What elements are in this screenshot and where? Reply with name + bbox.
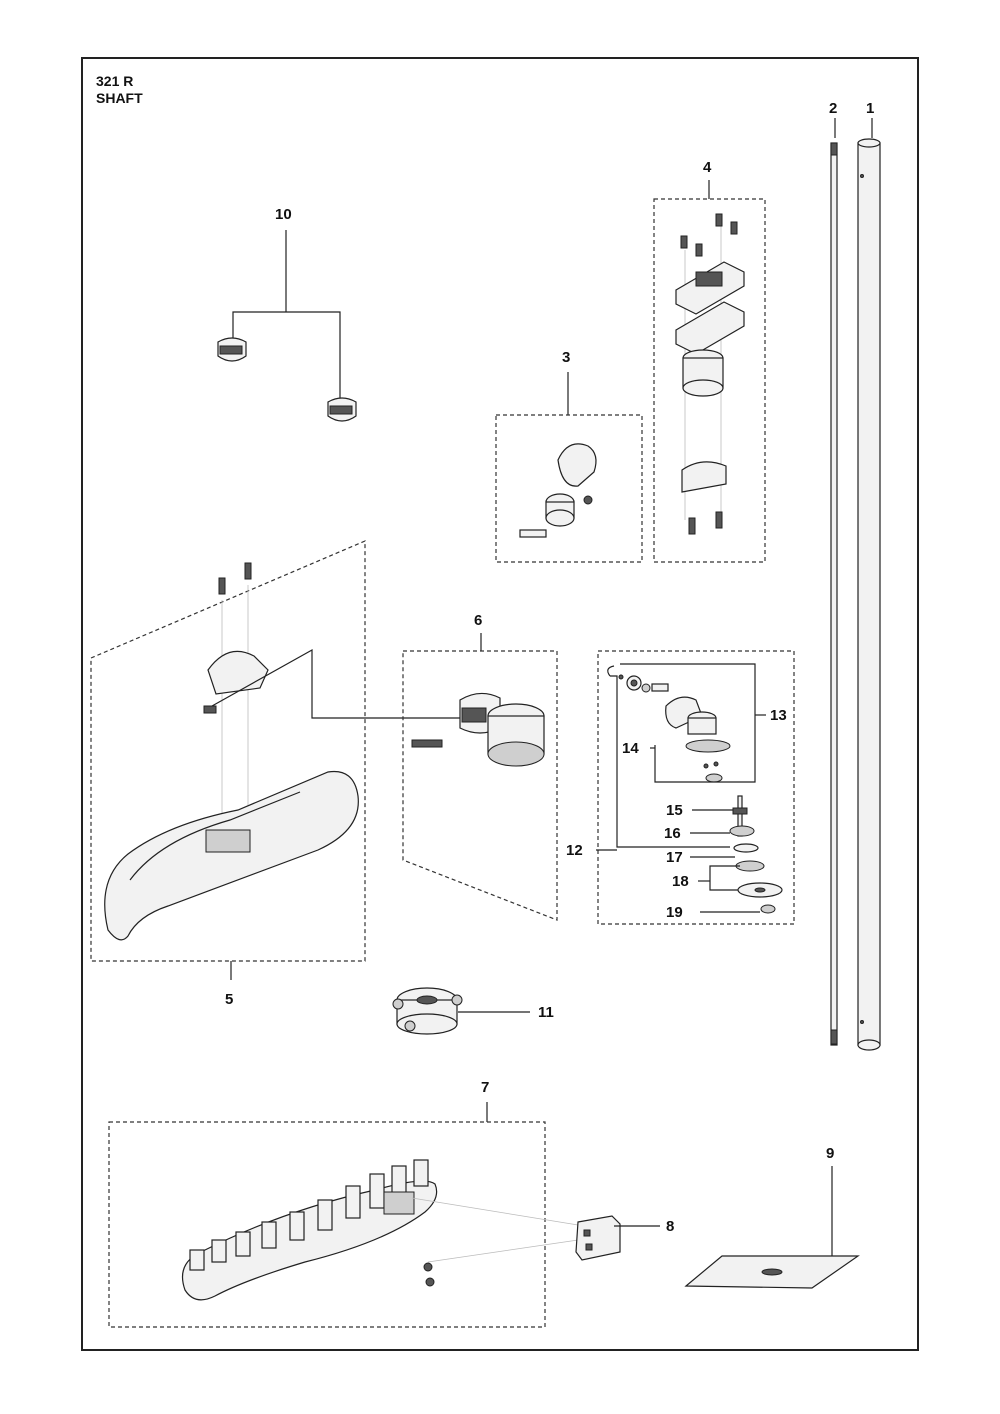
blade-guard-part-7 [181, 1159, 579, 1301]
callout-13: 13 [770, 707, 787, 724]
callout-1: 1 [866, 100, 874, 117]
callout-10: 10 [275, 206, 292, 223]
callout-16: 16 [664, 825, 681, 842]
group-box-5 [90, 540, 366, 962]
callout-5: 5 [225, 991, 233, 1008]
callout-11: 11 [538, 1004, 554, 1021]
cable-clip-part-10b [327, 397, 357, 422]
callout-15: 15 [666, 802, 683, 819]
throttle-bracket-part-3 [519, 443, 597, 538]
group-box-4 [653, 198, 766, 563]
gear-head-exploded-parts [607, 665, 783, 914]
callout-19: 19 [666, 904, 683, 921]
handle-clamp-part-4 [675, 213, 745, 535]
shaft-tube-part-1 [857, 138, 881, 1051]
callout-17: 17 [666, 849, 683, 866]
leader-18 [709, 865, 740, 891]
group-box-12 [597, 650, 795, 925]
leader-12-bracket [610, 675, 730, 848]
group-box-3 [495, 414, 643, 563]
callout-12: 12 [566, 842, 583, 859]
callout-3: 3 [562, 349, 570, 366]
callout-2: 2 [829, 100, 837, 117]
leader-13-14 [620, 663, 756, 783]
group-box-6 [402, 650, 558, 921]
grass-blade-part-9 [684, 1255, 860, 1289]
section-title: SHAFT [96, 90, 143, 106]
trimmer-head-part-11 [392, 987, 463, 1035]
callout-14: 14 [622, 740, 639, 757]
drive-shaft-part-2 [830, 142, 838, 1046]
callout-6: 6 [474, 612, 482, 629]
leader-10-branches [232, 311, 341, 400]
callout-18: 18 [672, 873, 689, 890]
leader-5-to-6 [211, 648, 460, 719]
page-frame [81, 57, 919, 1351]
guard-bracket-part-8 [575, 1215, 621, 1261]
callout-8: 8 [666, 1218, 674, 1235]
callout-9: 9 [826, 1145, 834, 1162]
bevel-gear-part-6 [411, 692, 545, 767]
cable-clip-part-10a [217, 337, 247, 362]
group-box-7 [108, 1121, 546, 1328]
callout-4: 4 [703, 159, 712, 176]
model-title: 321 R [96, 73, 134, 89]
callout-7: 7 [481, 1079, 489, 1096]
trimmer-guard-part-5 [104, 562, 359, 941]
